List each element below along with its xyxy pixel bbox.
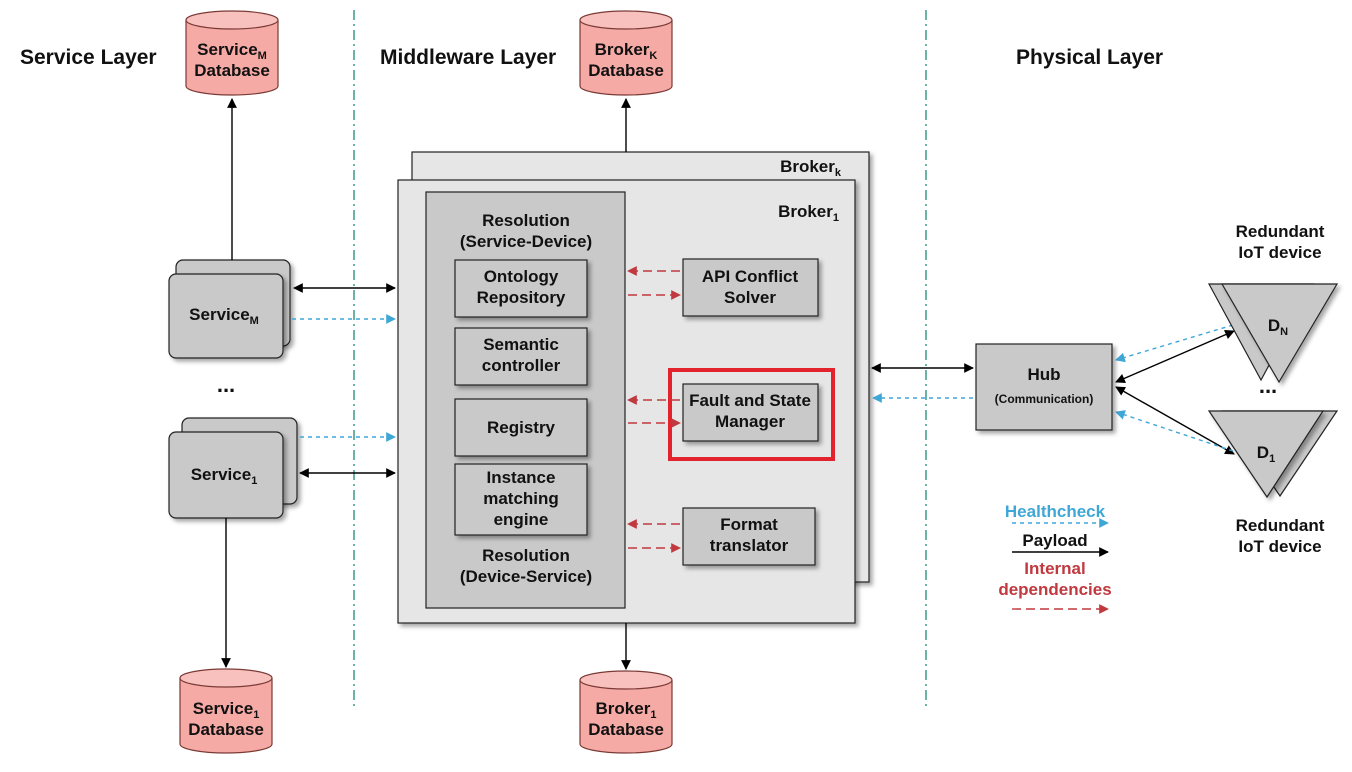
legend-internal-label-2: dependencies — [998, 580, 1111, 599]
ontology-line-1: Ontology — [484, 267, 559, 286]
services-ellipsis: ... — [217, 372, 235, 397]
service-m-label: Service — [189, 305, 250, 324]
broker-1-database: Broker1 Database — [579, 670, 673, 754]
middleware-layer-title: Middleware Layer — [380, 46, 556, 69]
internal-dependency-arrows — [627, 266, 681, 553]
device-1-sub: 1 — [1269, 453, 1275, 465]
broker-1-db-label: Broker — [596, 699, 651, 718]
broker-1-db-label-2: Database — [588, 720, 664, 739]
broker-k-db-label: Broker — [595, 40, 650, 59]
broker-k-label: Broker — [780, 157, 835, 176]
service-m-db-label-2: Database — [194, 61, 270, 80]
service-1-database: Service1 Database — [179, 668, 273, 754]
legend-healthcheck-label: Healthcheck — [1005, 502, 1106, 521]
broker-k-db-sub: K — [649, 50, 657, 62]
broker-1-db-sub: 1 — [650, 709, 656, 721]
resolution-bottom-subtitle: (Device-Service) — [460, 567, 592, 586]
healthcheck-arrows — [292, 314, 1234, 452]
instance-matching-engine-module: Instance matching engine — [454, 463, 588, 536]
service-1-db-label: Service — [193, 699, 254, 718]
svg-text:Service1: Service1 — [191, 465, 258, 487]
resolution-bottom-title: Resolution — [482, 546, 570, 565]
service-1-db-sub: 1 — [253, 709, 259, 721]
svg-text:Brokerk: Brokerk — [780, 157, 842, 179]
instance-line-3: engine — [494, 510, 549, 529]
device-n-caption-line-2: IoT device — [1238, 243, 1321, 262]
device-n: DN — [1207, 283, 1339, 384]
svg-text:BrokerK: BrokerK — [595, 40, 658, 62]
payload-arrows — [221, 98, 1235, 670]
service-m-db-label: Service — [197, 40, 258, 59]
instance-line-2: matching — [483, 489, 559, 508]
svg-text:D1: D1 — [1257, 443, 1275, 465]
service-1-db-label-2: Database — [188, 720, 264, 739]
hub-node: Hub (Communication) — [975, 343, 1113, 431]
format-line-1: Format — [720, 515, 778, 534]
resolution-top-title: Resolution — [482, 211, 570, 230]
device-1-caption-line-2: IoT device — [1238, 537, 1321, 556]
hub-description: (Communication) — [995, 392, 1094, 406]
fault-and-state-manager: Fault and State Manager — [682, 383, 819, 442]
svg-text:Broker1: Broker1 — [778, 202, 839, 224]
semantic-line-2: controller — [482, 356, 561, 375]
semantic-line-1: Semantic — [483, 335, 559, 354]
registry-module: Registry — [454, 398, 588, 457]
broker-k-sub: k — [835, 167, 842, 179]
api-conflict-solver: API Conflict Solver — [682, 258, 819, 317]
svg-text:ServiceM: ServiceM — [197, 40, 267, 62]
hub-device-n-payload-arrow — [1115, 330, 1235, 383]
devices-ellipsis: ... — [1259, 373, 1277, 398]
device-n-healthcheck-arrow — [1115, 324, 1234, 363]
broker-1-label: Broker — [778, 202, 833, 221]
ontology-repository-module: Ontology Repository — [454, 259, 588, 318]
service-layer-title: Service Layer — [20, 46, 157, 69]
hub-label: Hub — [1027, 365, 1060, 384]
api-line-2: Solver — [724, 288, 776, 307]
fault-line-1: Fault and State — [689, 391, 811, 410]
broker-k-database: BrokerK Database — [579, 10, 673, 96]
svg-text:DN: DN — [1268, 316, 1288, 338]
fault-manager-highlight — [668, 368, 835, 461]
legend-payload-label: Payload — [1022, 531, 1087, 550]
instance-line-1: Instance — [487, 468, 556, 487]
legend-internal-label-1: Internal — [1024, 559, 1085, 578]
hub-device-1-payload-arrow — [1115, 386, 1235, 455]
ontology-line-2: Repository — [477, 288, 566, 307]
legend: Healthcheck Payload Internal dependencie… — [998, 502, 1112, 614]
service-m-database: ServiceM Database — [185, 10, 279, 96]
physical-layer-title: Physical Layer — [1016, 46, 1163, 69]
device-n-caption-line-1: Redundant — [1236, 222, 1325, 241]
device-n-label: D — [1268, 316, 1280, 335]
service-1-node: Service1 — [168, 417, 298, 519]
service-m-node: ServiceM — [168, 259, 291, 359]
device-1: D1 — [1207, 410, 1339, 499]
device-n-sub: N — [1280, 326, 1288, 338]
service-m-db-sub: M — [258, 50, 267, 62]
format-translator: Format translator — [682, 507, 816, 566]
broker-k-db-label-2: Database — [588, 61, 664, 80]
svg-text:ServiceM: ServiceM — [189, 305, 259, 327]
device-1-label: D — [1257, 443, 1269, 462]
service-1-sub: 1 — [251, 475, 257, 487]
fault-line-2: Manager — [715, 412, 785, 431]
svg-text:Broker1: Broker1 — [596, 699, 657, 721]
layer-dividers — [353, 10, 927, 710]
service-m-sub: M — [250, 315, 259, 327]
format-line-2: translator — [710, 536, 789, 555]
registry-label: Registry — [487, 418, 556, 437]
api-line-1: API Conflict — [702, 267, 799, 286]
semantic-controller-module: Semantic controller — [454, 327, 588, 386]
device-1-caption-line-1: Redundant — [1236, 516, 1325, 535]
service-1-label: Service — [191, 465, 252, 484]
resolution-top-subtitle: (Service-Device) — [460, 232, 592, 251]
broker-1-sub: 1 — [833, 212, 839, 224]
svg-text:Service1: Service1 — [193, 699, 260, 721]
